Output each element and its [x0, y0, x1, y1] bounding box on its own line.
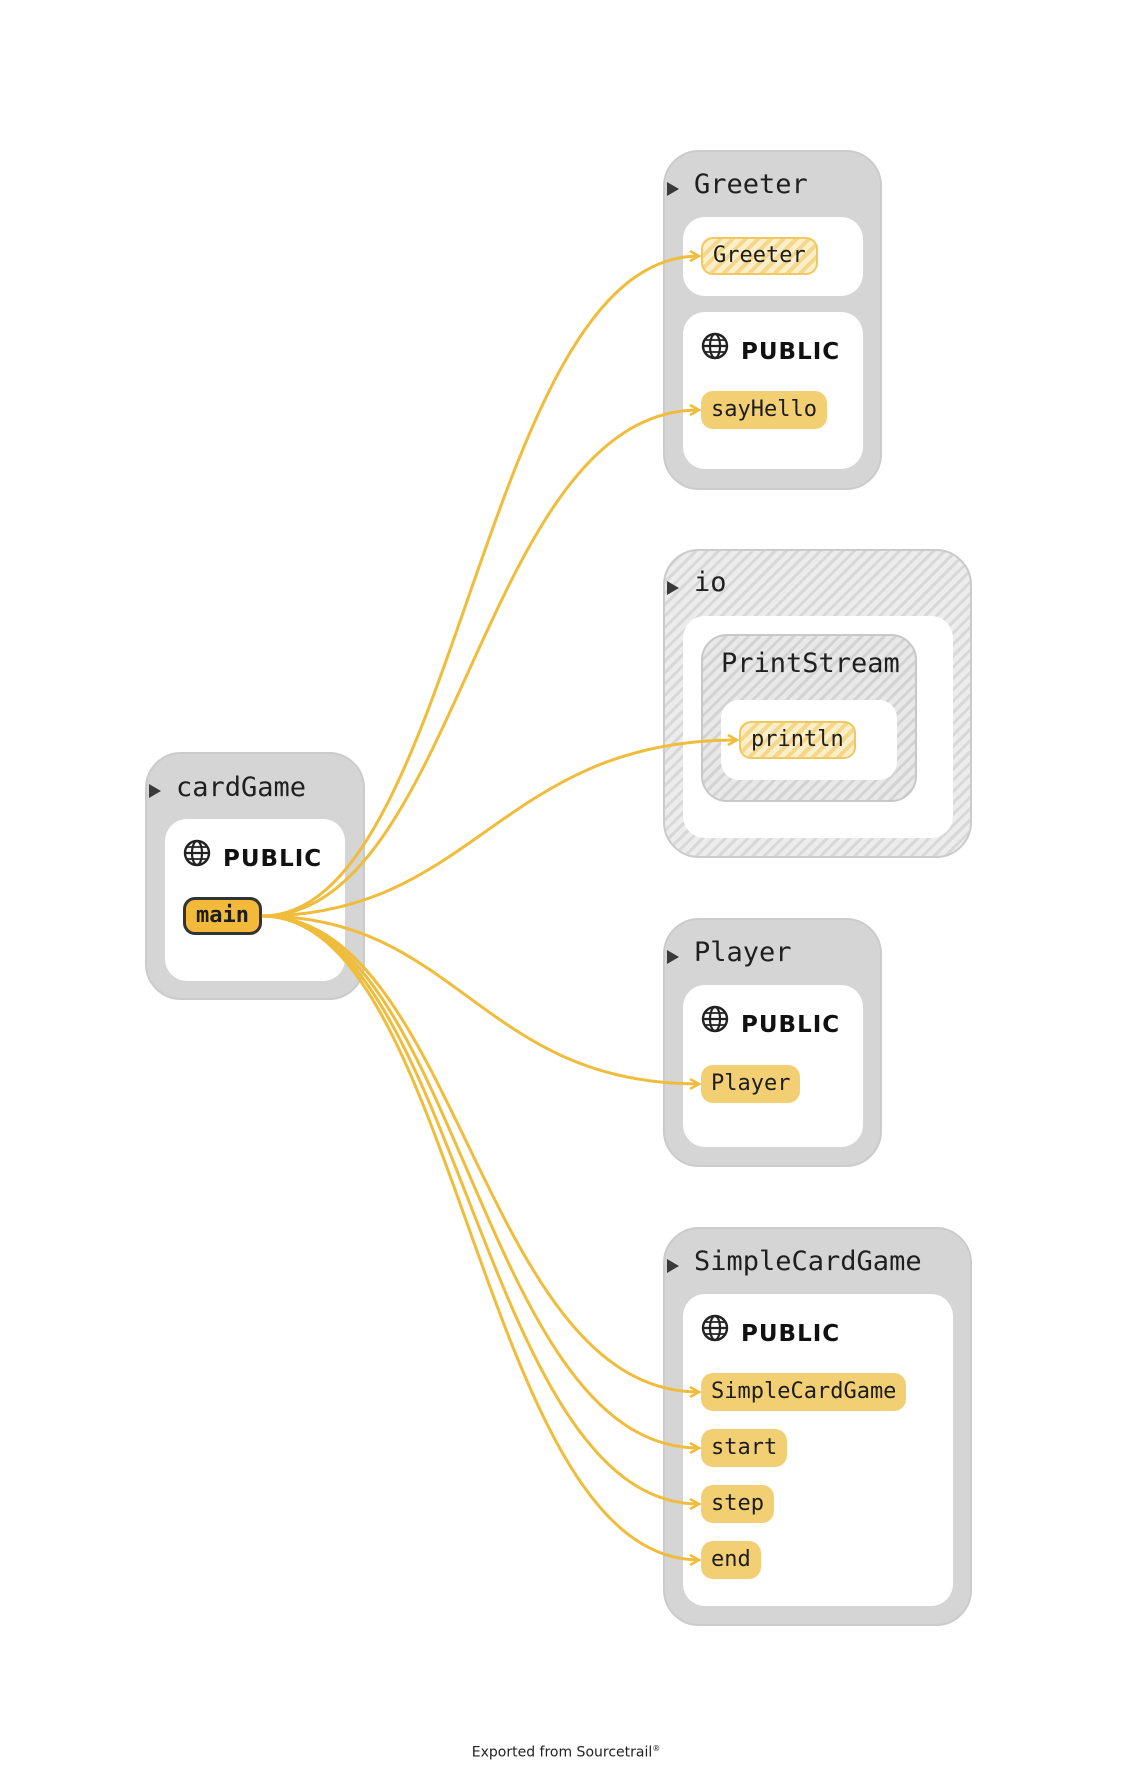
member-start[interactable]: start: [701, 1429, 788, 1467]
collapse-triangle-icon[interactable]: [149, 784, 161, 798]
member-player[interactable]: Player: [701, 1065, 801, 1103]
player-group[interactable]: Player PUBLIC Player: [663, 918, 882, 1167]
method-main[interactable]: main: [183, 897, 262, 935]
members-section: Greeter: [683, 217, 863, 296]
inner-members-section: println: [721, 700, 897, 780]
public-section: PUBLIC main: [165, 819, 345, 981]
member-simplecardgame[interactable]: SimpleCardGame: [701, 1373, 907, 1411]
call-edge-main-to-end[interactable]: [261, 914, 699, 1560]
globe-icon: [701, 1314, 729, 1342]
group-title: SimpleCardGame: [694, 1246, 922, 1277]
group-title: cardGame: [176, 772, 307, 803]
printstream-class-group[interactable]: PrintStream println: [701, 634, 917, 802]
io-package-group[interactable]: io PrintStream println: [663, 549, 972, 858]
access-label: PUBLIC: [741, 339, 841, 365]
globe-icon: [183, 839, 211, 867]
member-sayhello[interactable]: sayHello: [701, 391, 827, 429]
cardgame-group[interactable]: cardGame PUBLIC main: [145, 752, 365, 1000]
globe-icon: [701, 1005, 729, 1033]
member-greeter[interactable]: Greeter: [701, 237, 818, 275]
members-section: PrintStream println: [683, 616, 953, 838]
collapse-triangle-icon[interactable]: [667, 1259, 679, 1273]
registered-mark: ®: [652, 1744, 661, 1753]
member-println[interactable]: println: [739, 721, 856, 759]
inner-class-title: PrintStream: [721, 648, 900, 679]
member-end[interactable]: end: [701, 1541, 761, 1579]
collapse-triangle-icon[interactable]: [667, 581, 679, 595]
public-section: PUBLIC sayHello: [683, 312, 863, 469]
call-edge-main-to-step[interactable]: [261, 914, 699, 1504]
public-section: PUBLIC Player: [683, 985, 863, 1147]
group-title: Player: [694, 937, 792, 968]
footer-text: Exported from Sourcetrail: [471, 1744, 653, 1761]
group-title: Greeter: [694, 169, 808, 200]
collapse-triangle-icon[interactable]: [667, 950, 679, 964]
member-step[interactable]: step: [701, 1485, 774, 1523]
access-label: PUBLIC: [741, 1012, 841, 1038]
simplecardgame-group[interactable]: SimpleCardGame PUBLIC SimpleCardGame sta…: [663, 1227, 972, 1626]
group-title: io: [694, 567, 727, 598]
export-footer: Exported from Sourcetrail®: [0, 1744, 1132, 1761]
public-section: PUBLIC SimpleCardGame start step end: [683, 1294, 953, 1606]
access-label: PUBLIC: [741, 1321, 841, 1347]
access-label: PUBLIC: [223, 846, 323, 872]
greeter-group[interactable]: Greeter Greeter PUBLIC sayHello: [663, 150, 882, 490]
globe-icon: [701, 332, 729, 360]
collapse-triangle-icon[interactable]: [667, 182, 679, 196]
